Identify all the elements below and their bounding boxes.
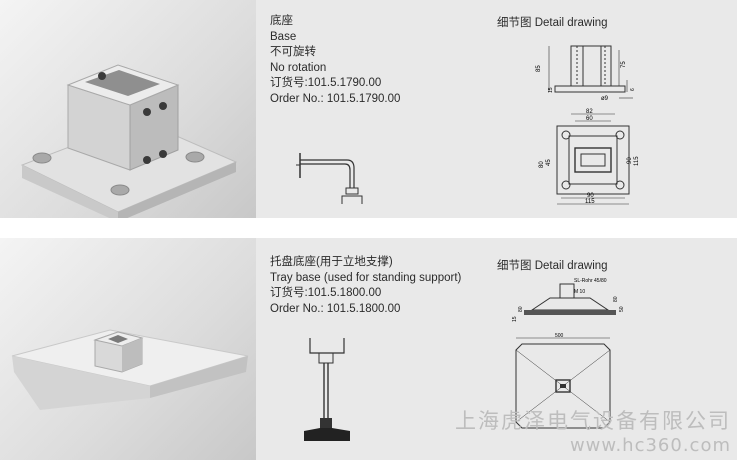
dim-r2: 50 — [619, 306, 625, 312]
dim-side-h2: 45 — [546, 159, 552, 166]
tray-plan-drawing: 500 — [515, 333, 611, 429]
base-mount-sketch — [296, 153, 363, 204]
product-panel-tray-base: 托盘底座(用于立地支撑) Tray base (used for standin… — [0, 238, 737, 460]
order-number-cn: 订货号:101.5.1790.00 — [270, 77, 382, 89]
detail-drawing-label: 细节图 Detail drawing — [497, 17, 608, 29]
order-number-cn: 订货号:101.5.1800.00 — [270, 287, 382, 299]
order-number-en: Order No.: 101.5.1800.00 — [270, 302, 401, 315]
dim-width: 500 — [555, 333, 564, 339]
dim-elev-h2: 75 — [621, 61, 627, 68]
tray-base-product-photo — [0, 238, 256, 460]
dim-rohr: SL-Rohr 45/80 — [574, 278, 607, 284]
tray-base-description: 托盘底座(用于立地支撑) Tray base (used for standin… — [270, 255, 461, 317]
dim-side-h1: 80 — [539, 161, 545, 168]
dim-r1: 80 — [613, 296, 619, 302]
dim-elev-b: 6 — [630, 88, 636, 91]
dim-hole: ø9 — [601, 96, 609, 102]
dim-side-r1: 90 — [627, 157, 633, 164]
dim-left2: 80 — [518, 306, 524, 312]
dim-left1: 15 — [512, 316, 518, 322]
dim-m10: M 10 — [574, 289, 585, 295]
product-name-cn: 底座 — [270, 15, 293, 27]
tray-stand-sketch — [304, 338, 350, 441]
watermark-url: www.hc360.com — [569, 435, 731, 456]
base-product-photo — [0, 0, 256, 218]
dim-top-w1: 82 — [586, 109, 593, 115]
product-name-en: Base — [270, 30, 297, 43]
base-plan-drawing: 82 60 80 45 90 115 90 115 — [539, 109, 640, 205]
watermark: 上海虎泽电气设备有限公司 www.hc360.com — [455, 405, 731, 456]
product-panel-base: 底座 Base 不可旋转 No rotation 订货号:101.5.1790.… — [0, 0, 737, 218]
dim-elev-t: 15 — [548, 87, 554, 93]
dim-top-w2: 60 — [586, 116, 593, 122]
dim-bottom-w2: 115 — [585, 199, 595, 205]
tray-elevation-drawing: SL-Rohr 45/80 M 10 15 80 80 50 — [512, 278, 625, 322]
product-name-cn: 托盘底座(用于立地支撑) — [270, 256, 393, 268]
dim-bottom-w1: 90 — [587, 193, 594, 199]
base-elevation-drawing: 85 75 15 6 ø9 — [536, 45, 636, 102]
product-name-en: Tray base (used for standing support) — [270, 271, 462, 284]
order-number-en: Order No.: 101.5.1790.00 — [270, 92, 401, 105]
product-note-en: No rotation — [270, 61, 327, 74]
product-note-cn: 不可旋转 — [270, 46, 316, 58]
base-description: 底座 Base 不可旋转 No rotation 订货号:101.5.1790.… — [270, 14, 400, 107]
detail-drawing-label: 细节图 Detail drawing — [497, 260, 608, 272]
base-photo-illustration — [20, 64, 238, 218]
dim-elev-h1: 85 — [536, 65, 542, 72]
tray-photo-illustration — [11, 329, 249, 410]
watermark-company: 上海虎泽电气设备有限公司 — [455, 409, 731, 433]
dim-side-r2: 115 — [634, 156, 640, 166]
